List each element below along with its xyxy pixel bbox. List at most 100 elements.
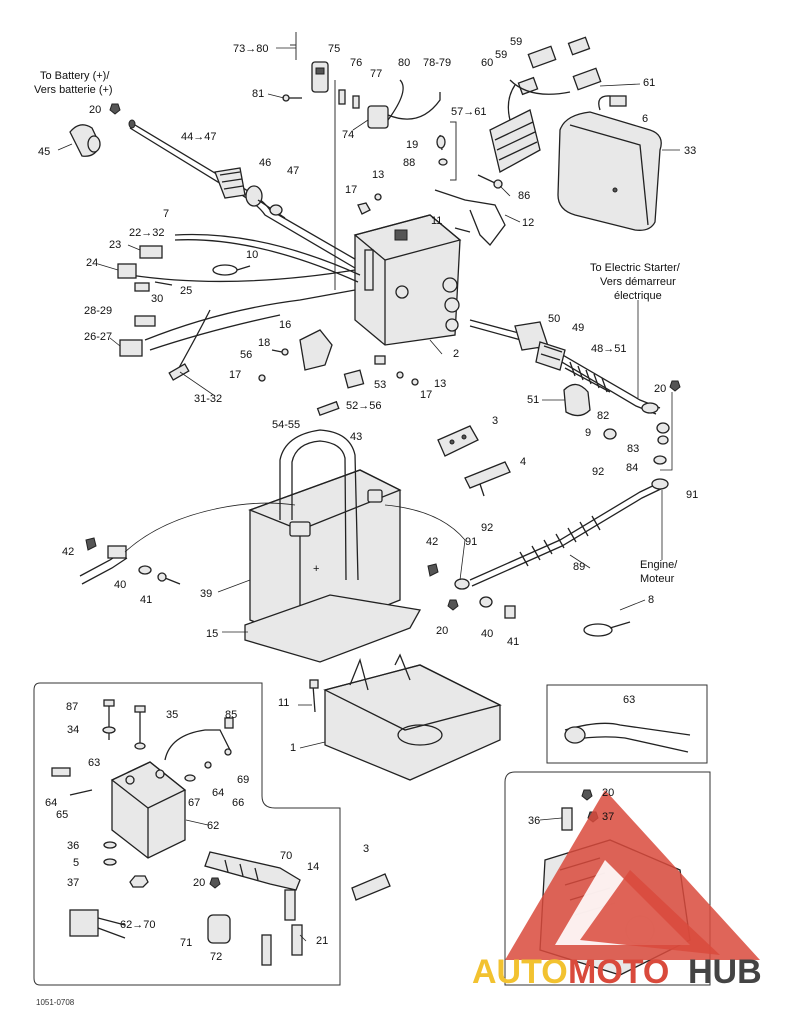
part-label: 41 xyxy=(140,594,152,606)
relay-16 xyxy=(281,329,333,371)
part-label: 30 xyxy=(151,293,163,305)
part-labels: 73→80 75 76 77 80 78-79 81 74 59 59 60 6… xyxy=(38,36,698,963)
battery-plus-mark: + xyxy=(313,563,319,575)
part-label: 45 xyxy=(38,146,50,158)
nut-20e xyxy=(581,789,593,801)
wire-85 xyxy=(164,717,234,761)
part-label: 6 xyxy=(642,113,648,125)
part-label: 59 xyxy=(495,49,507,61)
fuse-77 xyxy=(352,95,360,109)
bracket-3 xyxy=(437,425,479,457)
grommet-47 xyxy=(245,185,286,219)
fuse-box-57-61 xyxy=(489,109,541,173)
part-label: 11 xyxy=(431,215,442,227)
bolt-41a xyxy=(157,572,181,585)
part-label: 85 xyxy=(225,709,237,721)
part-label: 17 xyxy=(345,184,357,196)
part-label: 92 xyxy=(592,466,604,478)
cap-71 xyxy=(207,914,231,944)
fuse-holder-75 xyxy=(311,61,329,93)
washer-5 xyxy=(103,858,117,866)
part-label: 48→51 xyxy=(591,343,626,355)
part-label: 64 xyxy=(212,787,224,799)
nut-64b xyxy=(204,761,212,769)
spark-cap-14 xyxy=(284,889,296,921)
nut-20-right xyxy=(669,380,681,392)
part-label: 69 xyxy=(237,774,249,786)
terminal-30 xyxy=(134,282,150,292)
nut-42b xyxy=(427,563,439,577)
nut-69 xyxy=(224,748,232,756)
part-label: 34 xyxy=(67,724,79,736)
part-label: 24 xyxy=(86,257,98,269)
spring-sleeve-48 xyxy=(564,361,611,393)
part-label: 2 xyxy=(453,348,459,360)
part-label: 74 xyxy=(342,129,354,141)
part-label: 36 xyxy=(528,815,540,827)
note-engine-en: Engine/ xyxy=(640,559,678,571)
part-label: 72 xyxy=(210,951,222,963)
screw-86 xyxy=(477,174,503,189)
part-label: 91 xyxy=(465,536,477,548)
fuse-holder-74 xyxy=(367,79,441,129)
bolt-41b xyxy=(504,605,516,619)
part-label: 16 xyxy=(279,319,291,331)
part-label: 11 xyxy=(278,697,289,709)
bracket-4 xyxy=(464,461,511,497)
part-label: 63 xyxy=(623,694,635,706)
watermark-logo: AUTO MOTO HUB xyxy=(472,790,762,991)
part-label: 76 xyxy=(350,57,362,69)
part-label: 57→61 xyxy=(451,106,486,118)
part-label: 47 xyxy=(287,165,299,177)
part-label: 54-55 xyxy=(272,419,300,431)
fuse-19 xyxy=(436,134,446,151)
part-label: 78-79 xyxy=(423,57,451,69)
washer-40b xyxy=(479,596,493,608)
part-label: 89 xyxy=(573,561,585,573)
nut-37 xyxy=(129,875,149,888)
part-label: 35 xyxy=(166,709,178,721)
ignition-coil-70 xyxy=(204,851,301,891)
note-battery-en: To Battery (+)/ xyxy=(40,70,110,82)
clamp-8 xyxy=(583,621,631,637)
leader-20-84 xyxy=(660,392,673,471)
part-label: 80 xyxy=(398,57,410,69)
part-label: 26-27 xyxy=(84,331,112,343)
part-label: 56 xyxy=(240,349,252,361)
connector-28-29 xyxy=(134,315,156,327)
part-label: 82 xyxy=(597,410,609,422)
part-label: 3 xyxy=(363,843,369,855)
connector-24 xyxy=(117,263,137,279)
part-label: 40 xyxy=(481,628,493,640)
coil-62-70 xyxy=(69,909,126,939)
terminal-82 xyxy=(641,402,659,414)
detail-frame-tool xyxy=(546,684,708,764)
part-label: 77 xyxy=(370,68,382,80)
connector-26-27 xyxy=(119,339,143,357)
part-label: 28-29 xyxy=(84,305,112,317)
detail-frame-left xyxy=(33,682,341,986)
part-label: 66 xyxy=(232,797,244,809)
part-label: 13 xyxy=(372,169,384,181)
cable-91-link xyxy=(384,504,466,581)
note-engine-fr: Moteur xyxy=(640,573,675,585)
part-label: 40 xyxy=(114,579,126,591)
terminal-91 xyxy=(454,578,470,590)
terminal-25 xyxy=(154,281,173,286)
tray-15 xyxy=(244,594,422,663)
nut-17a xyxy=(357,202,371,215)
part-label: 88 xyxy=(403,157,415,169)
part-label: 21 xyxy=(316,935,328,947)
washer-36 xyxy=(103,841,117,849)
watermark-part-a: AUTO xyxy=(472,953,568,991)
crimp-tool-63 xyxy=(564,722,691,753)
part-label: 20 xyxy=(89,104,101,116)
part-label: 31-32 xyxy=(194,393,222,405)
part-label: 8 xyxy=(648,594,654,606)
part-label: 87 xyxy=(66,701,78,713)
part-label: 5 xyxy=(73,857,79,869)
part-label: 64 xyxy=(45,797,57,809)
boot-45 xyxy=(69,124,101,157)
part-label: 33 xyxy=(684,145,696,157)
